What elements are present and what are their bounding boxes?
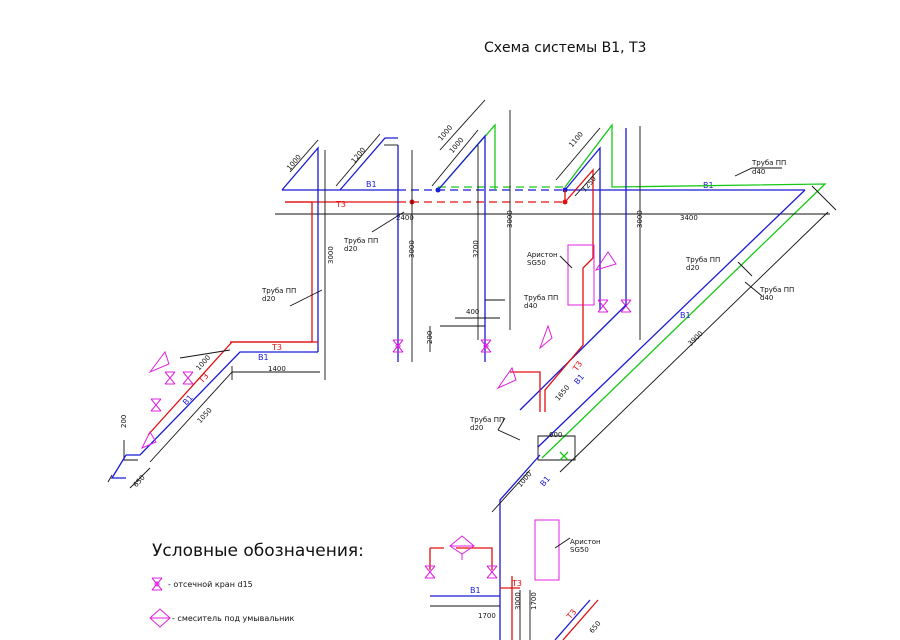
dim-1650: 1650 <box>554 384 572 403</box>
callout-label: Труба ПП <box>469 416 504 424</box>
shutoff-valve-icon <box>150 398 162 412</box>
t3-label: Т3 <box>511 579 522 588</box>
callout-label: d40 <box>524 302 537 310</box>
callout-label: d40 <box>752 168 765 176</box>
t3-label: Т3 <box>196 372 210 386</box>
shutoff-valve-icon <box>486 565 498 579</box>
main-t3-line: Т3 <box>285 190 568 209</box>
b1-label: В1 <box>572 372 586 386</box>
t3-label: Т3 <box>271 343 282 352</box>
callout-label: Аристон <box>527 251 558 259</box>
lower-run: В1 1000 Аристон SG50 В1 Т3 1700 3000 170… <box>424 454 603 640</box>
riser-3: 1000 1000 3200 3000 400 200 Труба ПП d40 <box>426 99 558 362</box>
water-heater <box>534 519 560 581</box>
b1-label: В1 <box>470 586 481 595</box>
callout-label: SG50 <box>570 546 589 554</box>
dim-1000: 1000 <box>195 354 213 373</box>
b1-label: В1 <box>680 311 691 320</box>
legend: Условные обозначения: - отсечной кран d1… <box>149 541 364 628</box>
dim-3000: 3000 <box>636 210 644 228</box>
shutoff-valve-icon <box>164 371 176 385</box>
dim-1400: 1400 <box>268 365 286 373</box>
t3-label: Т3 <box>335 200 346 209</box>
dim-1700: 1700 <box>478 612 496 620</box>
dim-2400: 2400 <box>396 214 414 222</box>
main-b1-line: В1 В1 <box>282 180 805 193</box>
dim-3000: 3000 <box>506 210 514 228</box>
callout-label: Труба ПП <box>759 286 794 294</box>
dim-1100: 1100 <box>567 130 585 149</box>
callout-label: Труба ПП <box>261 287 296 295</box>
dim-650: 650 <box>132 474 147 489</box>
dim-1700: 1700 <box>530 592 538 610</box>
callout-label: d20 <box>262 295 275 303</box>
callout-label: d20 <box>344 245 357 253</box>
shutoff-valve-icon <box>151 577 163 591</box>
callout-label: Аристон <box>570 538 601 546</box>
riser-4: 1100 1250 3000 Аристон SG50 <box>527 126 644 340</box>
dim-3900: 3900 <box>686 330 704 348</box>
left-lower-branch: Т3 В1 1400 Т3 В1 1000 1050 200 650 <box>107 341 320 489</box>
dim-3200: 3200 <box>472 240 480 258</box>
legend-item-text: - отсечной кран d15 <box>168 580 253 589</box>
water-heater <box>567 244 595 306</box>
dim-650: 650 <box>588 620 603 635</box>
callout-label: Труба ПП <box>685 256 720 264</box>
dim-1000: 1000 <box>437 124 455 143</box>
riser-2: 1200 3000 Труба ПП d20 <box>335 133 416 362</box>
b1-label: В1 <box>366 180 377 189</box>
dim-1000: 1000 <box>516 470 534 489</box>
callout-label: Труба ПП <box>751 159 786 167</box>
middle-branch: Т3 В1 1650 Труба ПП d20 600 <box>469 257 627 461</box>
legend-item-text: - смеситель под умывальник <box>172 614 294 623</box>
dim-3000: 3000 <box>327 246 335 264</box>
left-riser: 1000 3000 Труба ПП d20 <box>230 139 335 380</box>
dim-600: 600 <box>549 431 562 439</box>
dim-1250: 1250 <box>580 175 598 194</box>
callout-label: d20 <box>470 424 483 432</box>
shutoff-valve-icon <box>480 339 492 353</box>
shutoff-valve-icon <box>424 565 436 579</box>
dim-3400: 3400 <box>680 214 698 222</box>
dim-200: 200 <box>120 415 128 428</box>
shutoff-valve-icon <box>392 339 404 353</box>
t3-label: Т3 <box>571 359 585 373</box>
callout-label: d40 <box>760 294 773 302</box>
t3-label: Т3 <box>564 607 578 621</box>
callout-label: SG50 <box>527 259 546 267</box>
shutoff-valve-icon <box>620 299 632 313</box>
callout-top-right: Труба ПП d40 <box>734 159 786 177</box>
scheme-title: Схема системы В1, Т3 <box>484 40 646 56</box>
shutoff-valve-icon <box>182 371 194 385</box>
dim-200: 200 <box>426 331 434 344</box>
faucet-mixer-icon <box>149 608 171 628</box>
shutoff-valve-icon <box>597 299 609 313</box>
b1-label: В1 <box>538 474 552 488</box>
callout-label: Труба ПП <box>343 237 378 245</box>
callout-label: d20 <box>686 264 699 272</box>
faucet-mixer-icon <box>449 535 475 560</box>
legend-title: Условные обозначения: <box>152 541 364 561</box>
dim-3000: 3000 <box>408 240 416 258</box>
b1-label: В1 <box>258 353 269 362</box>
dim-400: 400 <box>466 308 479 316</box>
dim-3000: 3000 <box>514 592 522 610</box>
callout-label: Труба ПП <box>523 294 558 302</box>
